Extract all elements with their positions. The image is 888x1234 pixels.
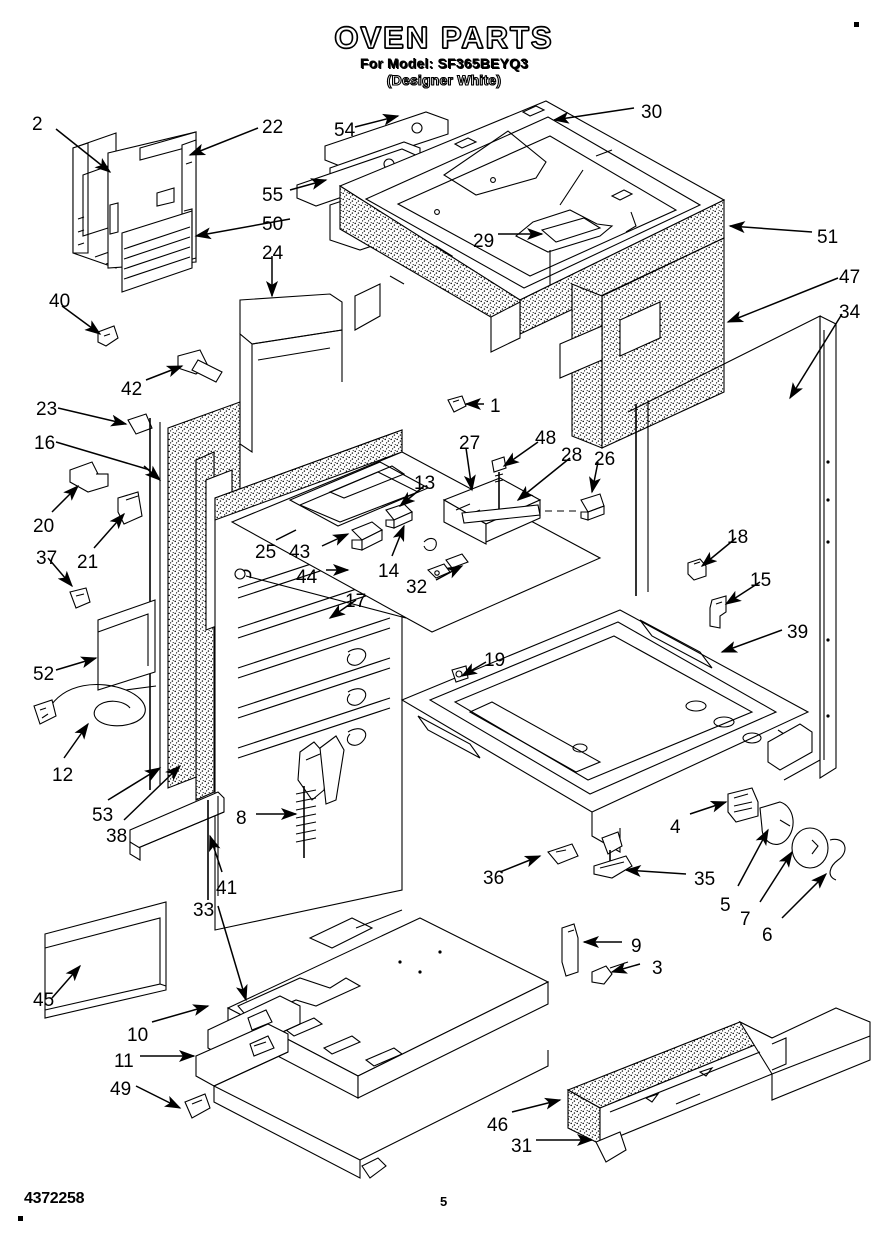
callout-ref-49: 49 [110,1079,132,1100]
part-24-upper-rail [239,293,343,454]
callout-ref-29: 29 [473,231,495,252]
callout-ref-36: 36 [483,868,505,889]
callout-ref-44: 44 [296,567,318,588]
callout-ref-7: 7 [740,909,751,930]
callout-ref-4: 4 [670,817,681,838]
callout-ref-17: 17 [345,591,367,612]
callout-ref-35: 35 [694,869,716,890]
callout-ref-46: 46 [487,1115,509,1136]
callout-ref-22: 22 [262,117,284,138]
callout-ref-55: 55 [262,185,284,206]
callout-ref-41: 41 [216,878,238,899]
callout-ref-16: 16 [34,433,56,454]
callout-ref-10: 10 [127,1025,149,1046]
part-27-control-assembly [442,456,605,545]
callout-ref-37: 37 [36,548,58,569]
callout-ref-47: 47 [839,267,861,288]
callout-ref-11: 11 [114,1051,134,1072]
callout-ref-27: 27 [459,433,481,454]
leader-lines [47,107,843,1146]
callout-ref-28: 28 [561,445,583,466]
part-38-bottom-rail [129,791,225,900]
part-8-door-spring [295,735,345,858]
part-45-rear-panel [44,901,167,1019]
callout-ref-13: 13 [414,473,436,494]
callout-ref-23: 23 [36,399,58,420]
part-17-oven-cavity [149,401,602,931]
callout-ref-12: 12 [52,765,74,786]
callout-ref-26: 26 [594,449,616,470]
callout-ref-2: 2 [32,114,43,135]
callout-ref-15: 15 [750,570,772,591]
part-30-oven-top [338,100,726,353]
callout-ref-6: 6 [762,925,773,946]
callout-ref-5: 5 [720,895,731,916]
callout-ref-33: 33 [193,900,215,921]
callout-ref-18: 18 [727,527,749,548]
right-hardware [687,558,727,629]
callout-ref-31: 31 [511,1136,533,1157]
callout-ref-24: 24 [262,243,284,264]
callout-ref-25: 25 [255,542,277,563]
part-50-vent-grille [121,208,193,293]
part-12-power-cord [33,684,157,727]
callout-ref-50: 50 [262,214,284,235]
callout-ref-14: 14 [378,561,400,582]
callout-ref-53: 53 [92,805,114,826]
page-number: 5 [440,1194,447,1209]
callout-ref-3: 3 [652,958,663,979]
part-34-side-panel [559,237,837,781]
callout-ref-19: 19 [484,650,506,671]
callout-ref-54: 54 [334,120,356,141]
callout-ref-9: 9 [631,936,642,957]
callout-ref-20: 20 [33,516,55,537]
callout-ref-32: 32 [406,577,428,598]
registration-mark-bottom-left [18,1216,23,1221]
callout-ref-43: 43 [289,542,311,563]
part-33-bottom-frame [184,909,550,1179]
callout-ref-21: 21 [77,552,99,573]
callout-ref-34: 34 [839,302,861,323]
callout-ref-39: 39 [787,622,809,643]
callout-ref-52: 52 [33,664,55,685]
registration-mark-top-right [854,22,859,27]
callout-ref-48: 48 [535,428,557,449]
small-hardware-parts [69,325,467,609]
part-39-bottom-panel [400,609,813,853]
part-46-kick-rail [566,1007,871,1163]
callout-ref-1: 1 [490,396,501,417]
callout-ref-42: 42 [121,379,143,400]
callout-ref-38: 38 [106,826,128,847]
document-part-number: 4372258 [24,1190,85,1207]
part-52-rear-panel [97,599,156,691]
callout-ref-30: 30 [641,102,663,123]
callout-ref-45: 45 [33,990,55,1011]
callout-ref-51: 51 [817,227,839,248]
callout-ref-8: 8 [236,808,247,829]
callout-ref-40: 40 [49,291,71,312]
